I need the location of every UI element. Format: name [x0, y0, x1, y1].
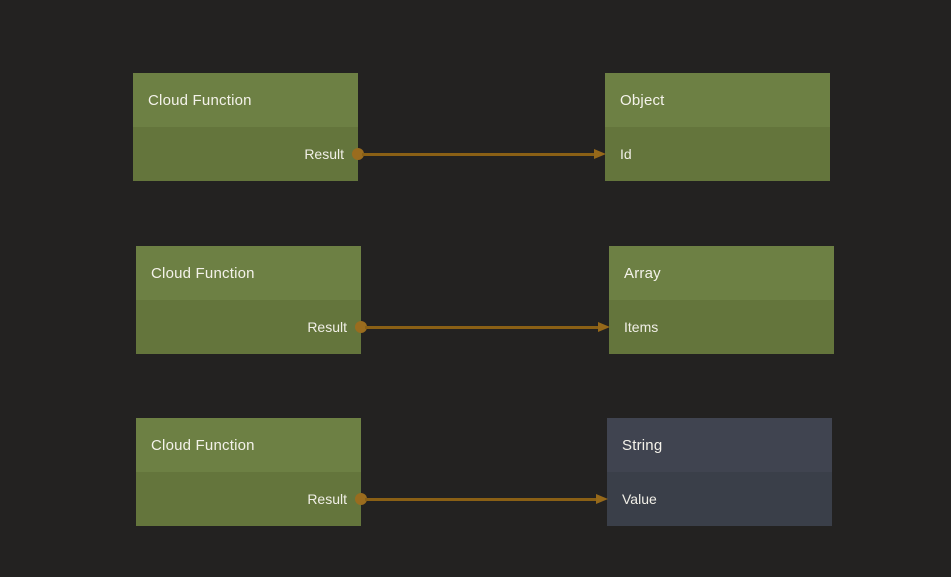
wire-arrowhead-icon	[598, 322, 610, 332]
node-body: Result	[133, 127, 358, 181]
node-title[interactable]: Cloud Function	[136, 246, 361, 300]
port-label: Id	[620, 146, 632, 162]
port-label: Items	[624, 319, 659, 335]
node-title[interactable]: Cloud Function	[136, 418, 361, 472]
output-port-dot[interactable]	[355, 321, 367, 333]
wire-line	[362, 153, 598, 156]
port-label: Result	[307, 319, 347, 335]
node-title[interactable]: Cloud Function	[133, 73, 358, 127]
port-result-output[interactable]: Result	[136, 300, 361, 354]
node-string[interactable]: String Value	[607, 418, 832, 526]
node-cloud-function-1[interactable]: Cloud Function Result	[133, 73, 358, 181]
wire-arrowhead-icon	[594, 149, 606, 159]
node-body: Value	[607, 472, 832, 526]
node-body: Result	[136, 472, 361, 526]
port-items-input[interactable]: Items	[609, 300, 834, 354]
node-cloud-function-2[interactable]: Cloud Function Result	[136, 246, 361, 354]
wire-line	[365, 326, 602, 329]
wire-line	[365, 498, 600, 501]
node-array[interactable]: Array Items	[609, 246, 834, 354]
node-cloud-function-3[interactable]: Cloud Function Result	[136, 418, 361, 526]
port-id-input[interactable]: Id	[605, 127, 830, 181]
output-port-dot[interactable]	[352, 148, 364, 160]
port-value-input[interactable]: Value	[607, 472, 832, 526]
node-title[interactable]: String	[607, 418, 832, 472]
wire-result-to-value[interactable]	[355, 493, 608, 505]
node-title[interactable]: Array	[609, 246, 834, 300]
port-result-output[interactable]: Result	[133, 127, 358, 181]
port-result-output[interactable]: Result	[136, 472, 361, 526]
node-object[interactable]: Object Id	[605, 73, 830, 181]
node-body: Items	[609, 300, 834, 354]
port-label: Result	[304, 146, 344, 162]
output-port-dot[interactable]	[355, 493, 367, 505]
port-label: Result	[307, 491, 347, 507]
node-body: Result	[136, 300, 361, 354]
node-title[interactable]: Object	[605, 73, 830, 127]
wire-arrowhead-icon	[596, 494, 608, 504]
wire-result-to-items[interactable]	[355, 321, 610, 333]
wire-result-to-id[interactable]	[352, 148, 606, 160]
node-body: Id	[605, 127, 830, 181]
port-label: Value	[622, 491, 657, 507]
